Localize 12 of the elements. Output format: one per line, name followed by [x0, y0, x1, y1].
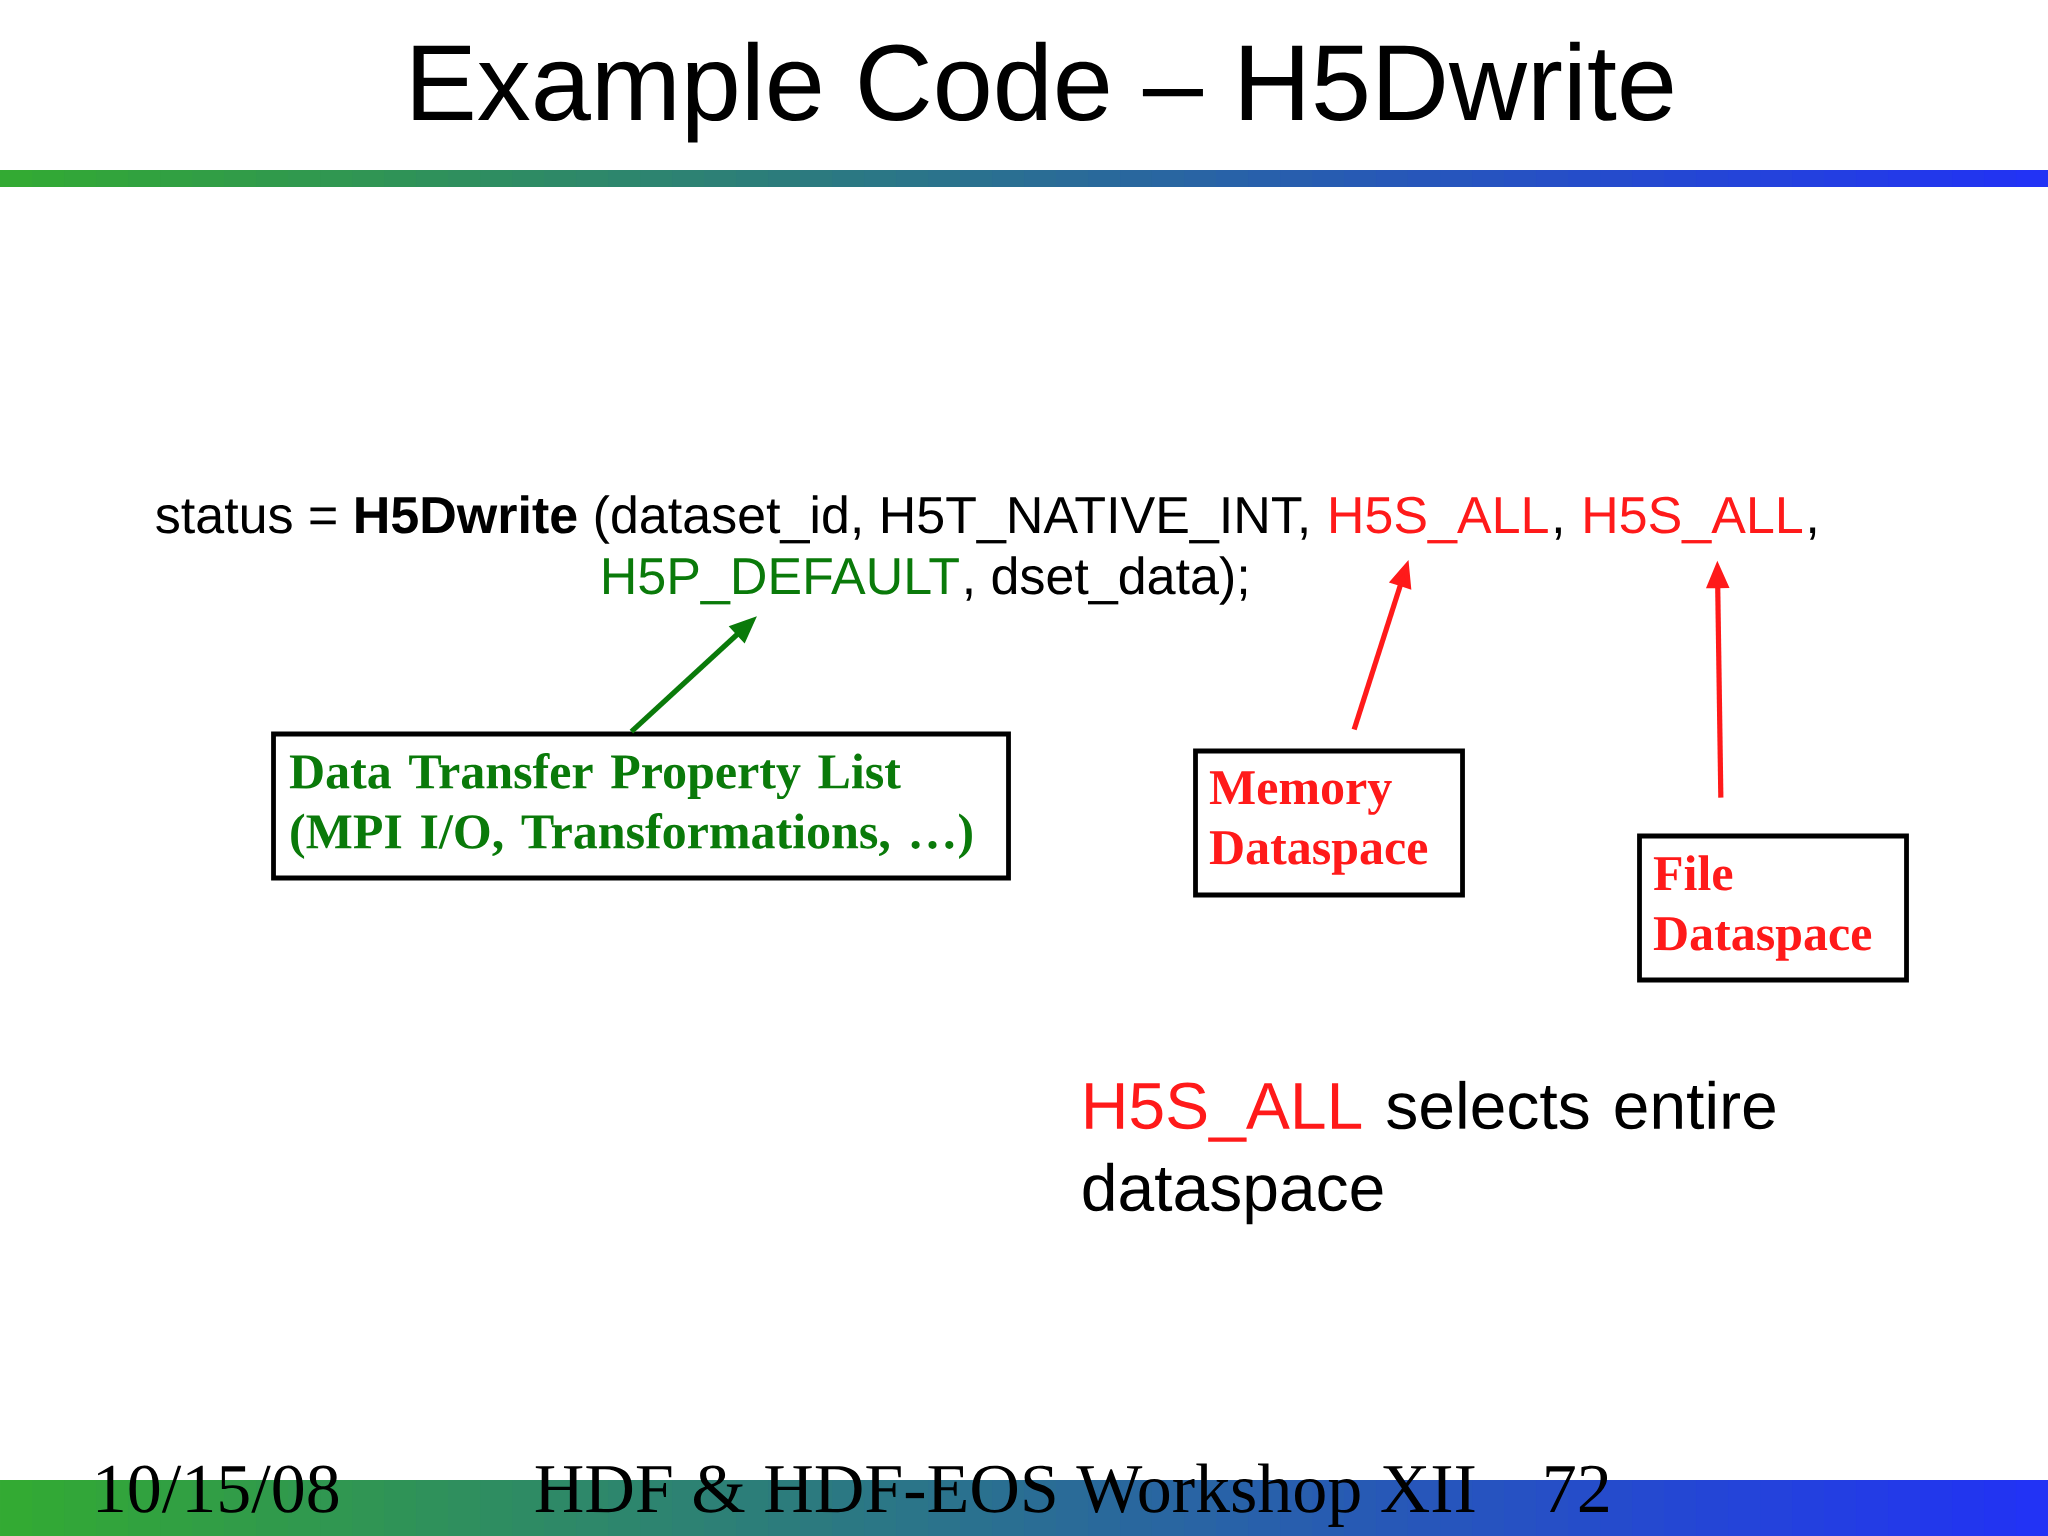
code-text: H5S_ALL — [1331, 496, 1548, 544]
note-text: H5S_ALL selects entire dataspace — [1083, 1080, 1775, 1225]
code-text: status = H5Dwrite (dataset_id, H5T_NATIVE_INT, — [156, 495, 1307, 544]
slide-title: Example Code – H5Dwrite — [413, 41, 1673, 143]
callout-box: Data Transfer Property List (MPI I/O, Transformations, …) — [271, 731, 1011, 881]
code-text: , dset_data); — [966, 556, 1246, 605]
code-text: , — [1810, 527, 1816, 540]
callout-box: Memory Dataspace — [1193, 748, 1465, 898]
code-text: H5S_ALL — [1585, 496, 1802, 544]
code-text: H5P_DEFAULT — [604, 558, 959, 605]
callout-box: File Dataspace — [1637, 833, 1909, 983]
code-text: , — [1555, 527, 1561, 540]
